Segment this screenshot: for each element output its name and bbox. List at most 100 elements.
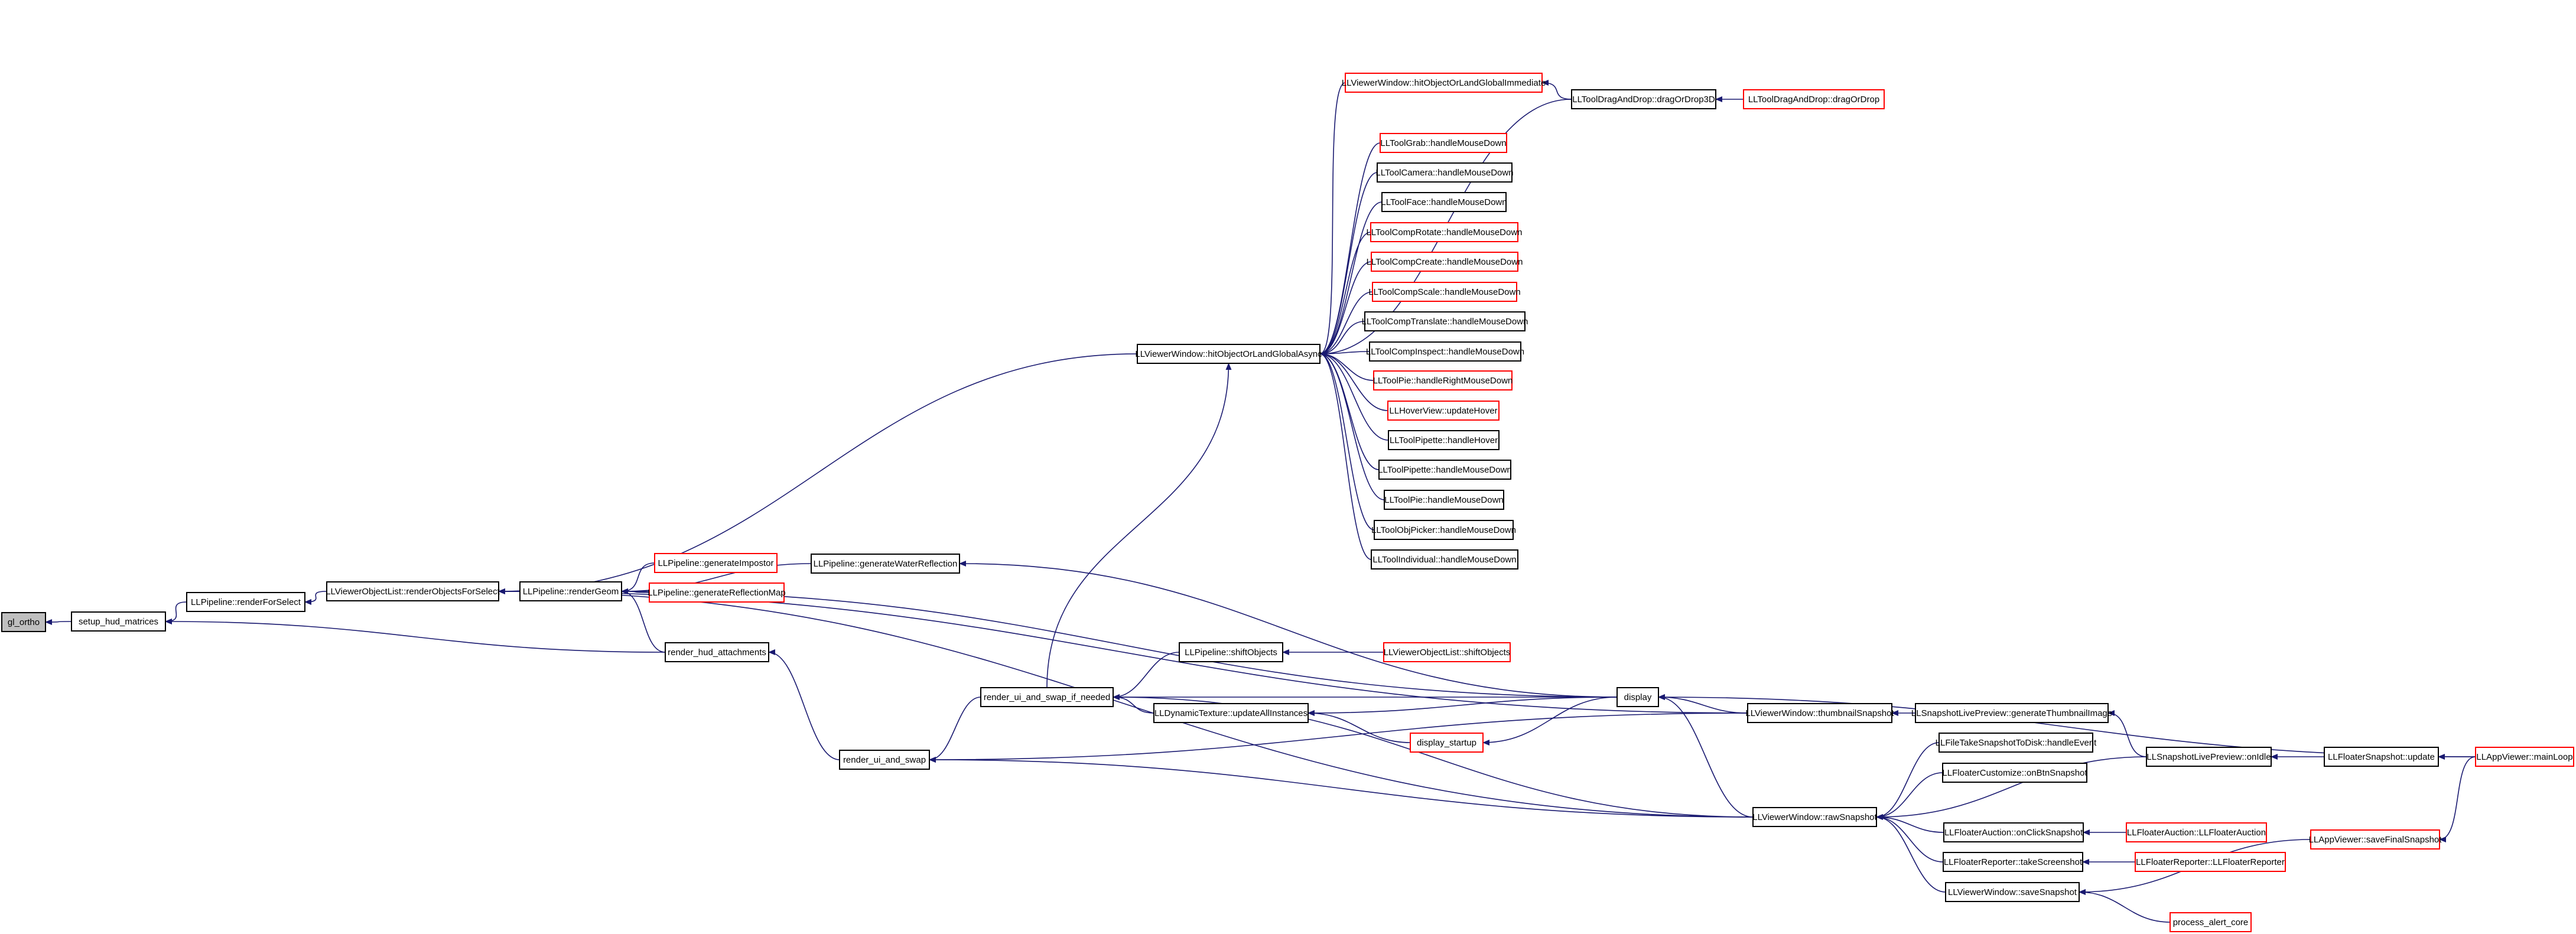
node-box-reporterCtor[interactable] — [2135, 852, 2286, 872]
node-hitImmediate[interactable]: LLViewerWindow::hitObjectOrLandGlobalImm… — [1342, 73, 1546, 93]
node-processAlert[interactable]: process_alert_core — [2170, 912, 2252, 932]
node-box-objPicker[interactable] — [1374, 520, 1514, 540]
node-toolCompRotate[interactable]: LLToolCompRotate::handleMouseDown — [1366, 222, 1523, 242]
node-box-auctionClick[interactable] — [1943, 822, 2084, 842]
node-box-display_startup[interactable] — [1410, 733, 1484, 753]
node-pipetteMouse[interactable]: LLToolPipette::handleMouseDown — [1378, 460, 1512, 480]
node-box-toolFace[interactable] — [1381, 192, 1507, 212]
node-box-dragOrDrop[interactable] — [1743, 89, 1885, 109]
node-dragOrDrop3D[interactable]: LLToolDragAndDrop::dragOrDrop3D — [1571, 89, 1716, 109]
node-box-renderForSelect[interactable] — [186, 592, 305, 612]
node-generateImpostor[interactable]: LLPipeline::generateImpostor — [654, 553, 778, 573]
node-box-dragOrDrop3D[interactable] — [1571, 89, 1716, 109]
node-objPicker[interactable]: LLToolObjPicker::handleMouseDown — [1371, 520, 1516, 540]
node-box-onIdle[interactable] — [2146, 747, 2272, 767]
node-toolPieMouse[interactable]: LLToolPie::handleMouseDown — [1384, 490, 1504, 510]
node-render_ui_and_swap[interactable]: render_ui_and_swap — [839, 750, 930, 770]
node-box-toolCompTranslate[interactable] — [1364, 311, 1526, 331]
node-rawSnapshot[interactable]: LLViewerWindow::rawSnapshot — [1752, 807, 1878, 827]
node-box-rawSnapshot[interactable] — [1752, 807, 1877, 827]
node-box-hitImmediate[interactable] — [1345, 73, 1543, 93]
node-box-processAlert[interactable] — [2170, 912, 2252, 932]
node-setup_hud[interactable]: setup_hud_matrices — [71, 611, 166, 632]
node-box-auctionCtor[interactable] — [2126, 822, 2267, 842]
node-render_ui_and_swap_if_needed[interactable]: render_ui_and_swap_if_needed — [980, 687, 1114, 707]
node-box-toolCompRotate[interactable] — [1370, 222, 1518, 242]
node-reporterTake[interactable]: LLFloaterReporter::takeScreenshot — [1943, 852, 2083, 872]
node-box-generateWaterReflection[interactable] — [811, 554, 960, 574]
node-box-gl_ortho[interactable] — [1, 612, 46, 632]
node-updateAllInstances[interactable]: LLDynamicTexture::updateAllInstances — [1153, 703, 1309, 723]
node-box-toolPieMouse[interactable] — [1384, 490, 1504, 510]
node-box-toolCompCreate[interactable] — [1371, 252, 1518, 272]
node-mainLoop[interactable]: LLAppViewer::mainLoop — [2475, 747, 2574, 767]
node-auctionCtor[interactable]: LLFloaterAuction::LLFloaterAuction — [2126, 822, 2267, 842]
node-auctionClick[interactable]: LLFloaterAuction::onClickSnapshot — [1943, 822, 2084, 842]
node-box-render_hud_attachments[interactable] — [665, 642, 769, 662]
node-fileTakeSnapshot[interactable]: LLFileTakeSnapshotToDisk::handleEvent — [1936, 733, 2097, 753]
node-box-saveSnapshot[interactable] — [1945, 882, 2080, 902]
node-box-render_ui_and_swap_if_needed[interactable] — [980, 687, 1114, 707]
node-box-toolCompInspect[interactable] — [1369, 341, 1521, 362]
node-toolFace[interactable]: LLToolFace::handleMouseDown — [1381, 192, 1507, 212]
node-box-toolGrab[interactable] — [1380, 133, 1507, 153]
node-objlist_shiftObjects[interactable]: LLViewerObjectList::shiftObjects — [1383, 642, 1511, 662]
node-floaterCustomize[interactable]: LLFloaterCustomize::onBtnSnapshot — [1942, 763, 2087, 783]
node-shiftObjects[interactable]: LLPipeline::shiftObjects — [1179, 642, 1283, 662]
node-gl_ortho[interactable]: gl_ortho — [1, 612, 46, 632]
node-box-display[interactable] — [1616, 687, 1659, 707]
node-toolCompTranslate[interactable]: LLToolCompTranslate::handleMouseDown — [1362, 311, 1528, 331]
node-box-floaterSnapshotUpdate[interactable] — [2324, 747, 2439, 767]
node-dragOrDrop[interactable]: LLToolDragAndDrop::dragOrDrop — [1743, 89, 1885, 109]
node-floaterSnapshotUpdate[interactable]: LLFloaterSnapshot::update — [2324, 747, 2439, 767]
node-toolPieRight[interactable]: LLToolPie::handleRightMouseDown — [1373, 370, 1513, 390]
node-display[interactable]: display — [1616, 687, 1659, 707]
node-box-fileTakeSnapshot[interactable] — [1938, 733, 2093, 753]
node-box-toolPieRight[interactable] — [1373, 370, 1513, 390]
node-renderForSelect[interactable]: LLPipeline::renderForSelect — [186, 592, 305, 612]
node-pipetteHover[interactable]: LLToolPipette::handleHover — [1388, 430, 1500, 450]
node-saveFinalSnapshot[interactable]: LLAppViewer::saveFinalSnapshot — [2309, 829, 2442, 850]
node-box-generateThumbnailImage[interactable] — [1915, 703, 2109, 723]
node-generateReflectionMap[interactable]: LLPipeline::generateReflectionMap — [648, 582, 786, 603]
node-box-hitAsync[interactable] — [1137, 344, 1320, 364]
node-box-saveFinalSnapshot[interactable] — [2310, 829, 2440, 850]
node-box-pipetteMouse[interactable] — [1378, 460, 1511, 480]
node-hoverView[interactable]: LLHoverView::updateHover — [1387, 401, 1500, 421]
node-renderGeom[interactable]: LLPipeline::renderGeom — [519, 581, 622, 601]
node-display_startup[interactable]: display_startup — [1410, 733, 1484, 753]
node-box-mainLoop[interactable] — [2475, 747, 2574, 767]
node-box-hoverView[interactable] — [1387, 401, 1500, 421]
node-box-toolCompScale[interactable] — [1372, 282, 1517, 302]
node-onIdle[interactable]: LLSnapshotLivePreview::onIdle — [2146, 747, 2272, 767]
node-toolCompScale[interactable]: LLToolCompScale::handleMouseDown — [1368, 282, 1521, 302]
node-box-toolCamera[interactable] — [1377, 162, 1513, 183]
node-reporterCtor[interactable]: LLFloaterReporter::LLFloaterReporter — [2135, 852, 2286, 872]
node-box-render_ui_and_swap[interactable] — [839, 750, 930, 770]
node-generateWaterReflection[interactable]: LLPipeline::generateWaterReflection — [811, 554, 960, 574]
node-box-renderObjectsForSelect[interactable] — [326, 581, 499, 601]
node-toolIndividual[interactable]: LLToolIndividual::handleMouseDown — [1371, 549, 1518, 569]
node-box-pipetteHover[interactable] — [1388, 430, 1500, 450]
node-toolCompCreate[interactable]: LLToolCompCreate::handleMouseDown — [1367, 252, 1523, 272]
node-box-renderGeom[interactable] — [519, 581, 622, 601]
node-box-generateImpostor[interactable] — [654, 553, 778, 573]
node-thumbnailSnapshot[interactable]: LLViewerWindow::thumbnailSnapshot — [1745, 703, 1894, 723]
node-box-objlist_shiftObjects[interactable] — [1383, 642, 1511, 662]
node-renderObjectsForSelect[interactable]: LLViewerObjectList::renderObjectsForSele… — [326, 581, 500, 601]
node-generateThumbnailImage[interactable]: LLSnapshotLivePreview::generateThumbnail… — [1911, 703, 2112, 723]
node-box-setup_hud[interactable] — [71, 611, 166, 632]
node-toolCompInspect[interactable]: LLToolCompInspect::handleMouseDown — [1366, 341, 1524, 362]
node-hitAsync[interactable]: LLViewerWindow::hitObjectOrLandGlobalAsy… — [1135, 344, 1322, 364]
node-box-reporterTake[interactable] — [1943, 852, 2083, 872]
node-box-updateAllInstances[interactable] — [1153, 703, 1309, 723]
node-toolCamera[interactable]: LLToolCamera::handleMouseDown — [1375, 162, 1514, 183]
node-box-shiftObjects[interactable] — [1179, 642, 1283, 662]
node-box-thumbnailSnapshot[interactable] — [1747, 703, 1892, 723]
node-box-generateReflectionMap[interactable] — [649, 582, 785, 603]
node-box-toolIndividual[interactable] — [1371, 549, 1518, 569]
node-render_hud_attachments[interactable]: render_hud_attachments — [665, 642, 769, 662]
node-saveSnapshot[interactable]: LLViewerWindow::saveSnapshot — [1945, 882, 2080, 902]
node-box-floaterCustomize[interactable] — [1942, 763, 2087, 783]
node-toolGrab[interactable]: LLToolGrab::handleMouseDown — [1380, 133, 1507, 153]
